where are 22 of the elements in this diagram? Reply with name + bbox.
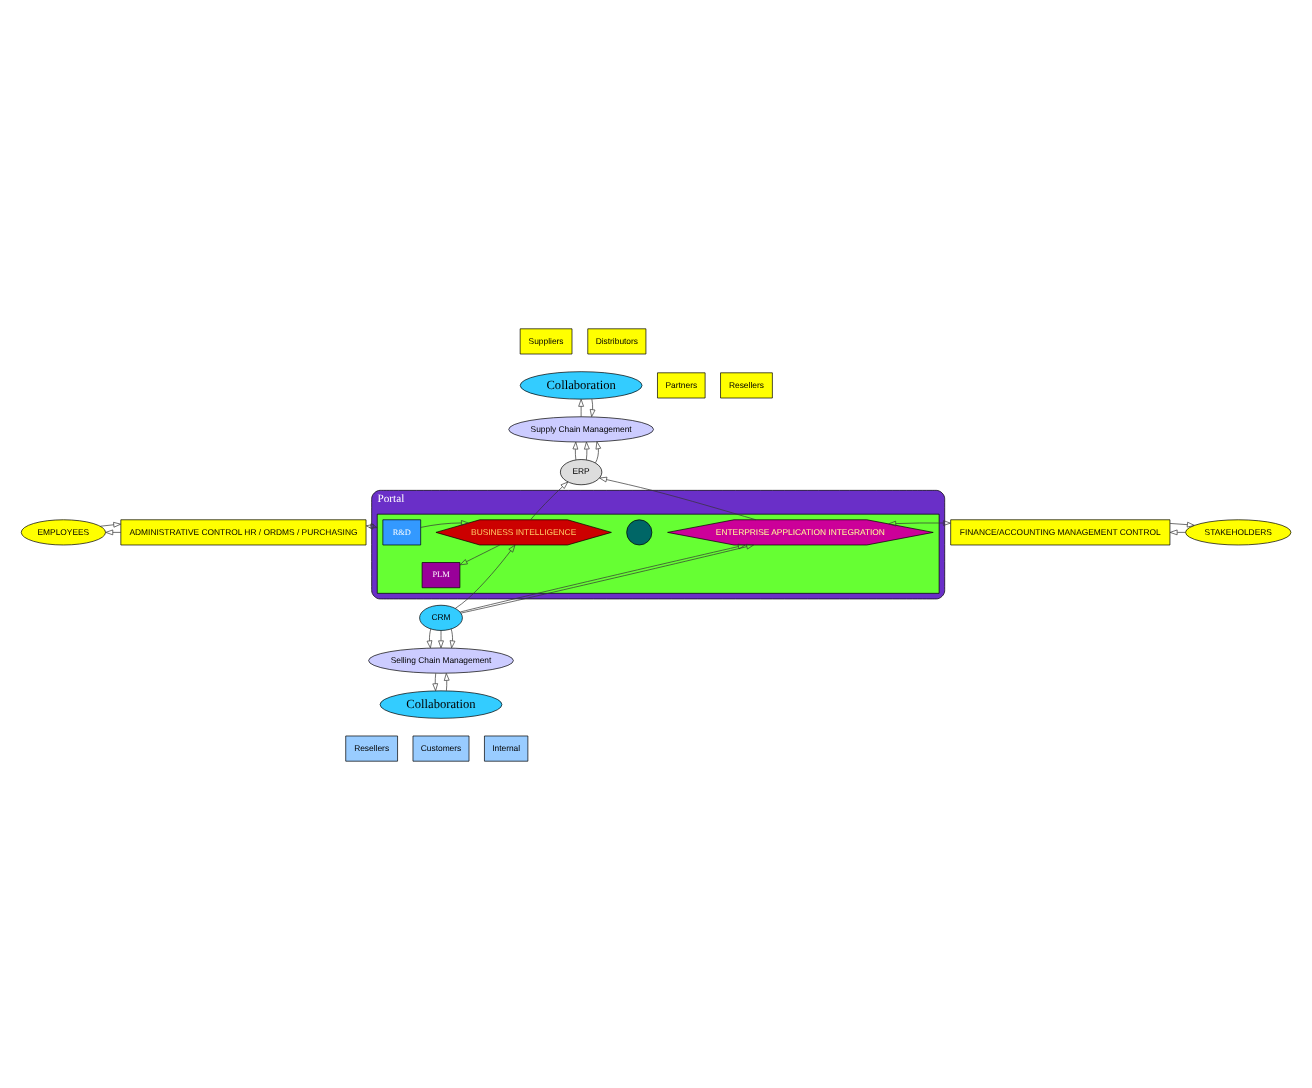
- node-circle: [626, 518, 653, 545]
- arrow: [105, 528, 122, 535]
- arrow: [459, 543, 501, 565]
- arrow: [1169, 528, 1186, 535]
- arrow: [426, 627, 433, 648]
- arrow: [589, 397, 596, 416]
- arrow: [449, 627, 456, 648]
- arrow: [455, 543, 516, 608]
- arrow: [888, 519, 951, 526]
- arrow: [599, 475, 757, 520]
- arrow: [443, 672, 450, 691]
- arrow: [584, 440, 590, 460]
- arrow: [1169, 520, 1195, 527]
- cluster: [376, 512, 940, 593]
- arrow: [99, 521, 122, 527]
- arrow: [438, 629, 444, 648]
- arrow: [530, 480, 569, 520]
- arrow: [572, 440, 579, 460]
- arrow: [420, 519, 469, 527]
- arrow: [432, 672, 439, 691]
- arrow: [578, 398, 584, 417]
- arrow: [595, 440, 602, 463]
